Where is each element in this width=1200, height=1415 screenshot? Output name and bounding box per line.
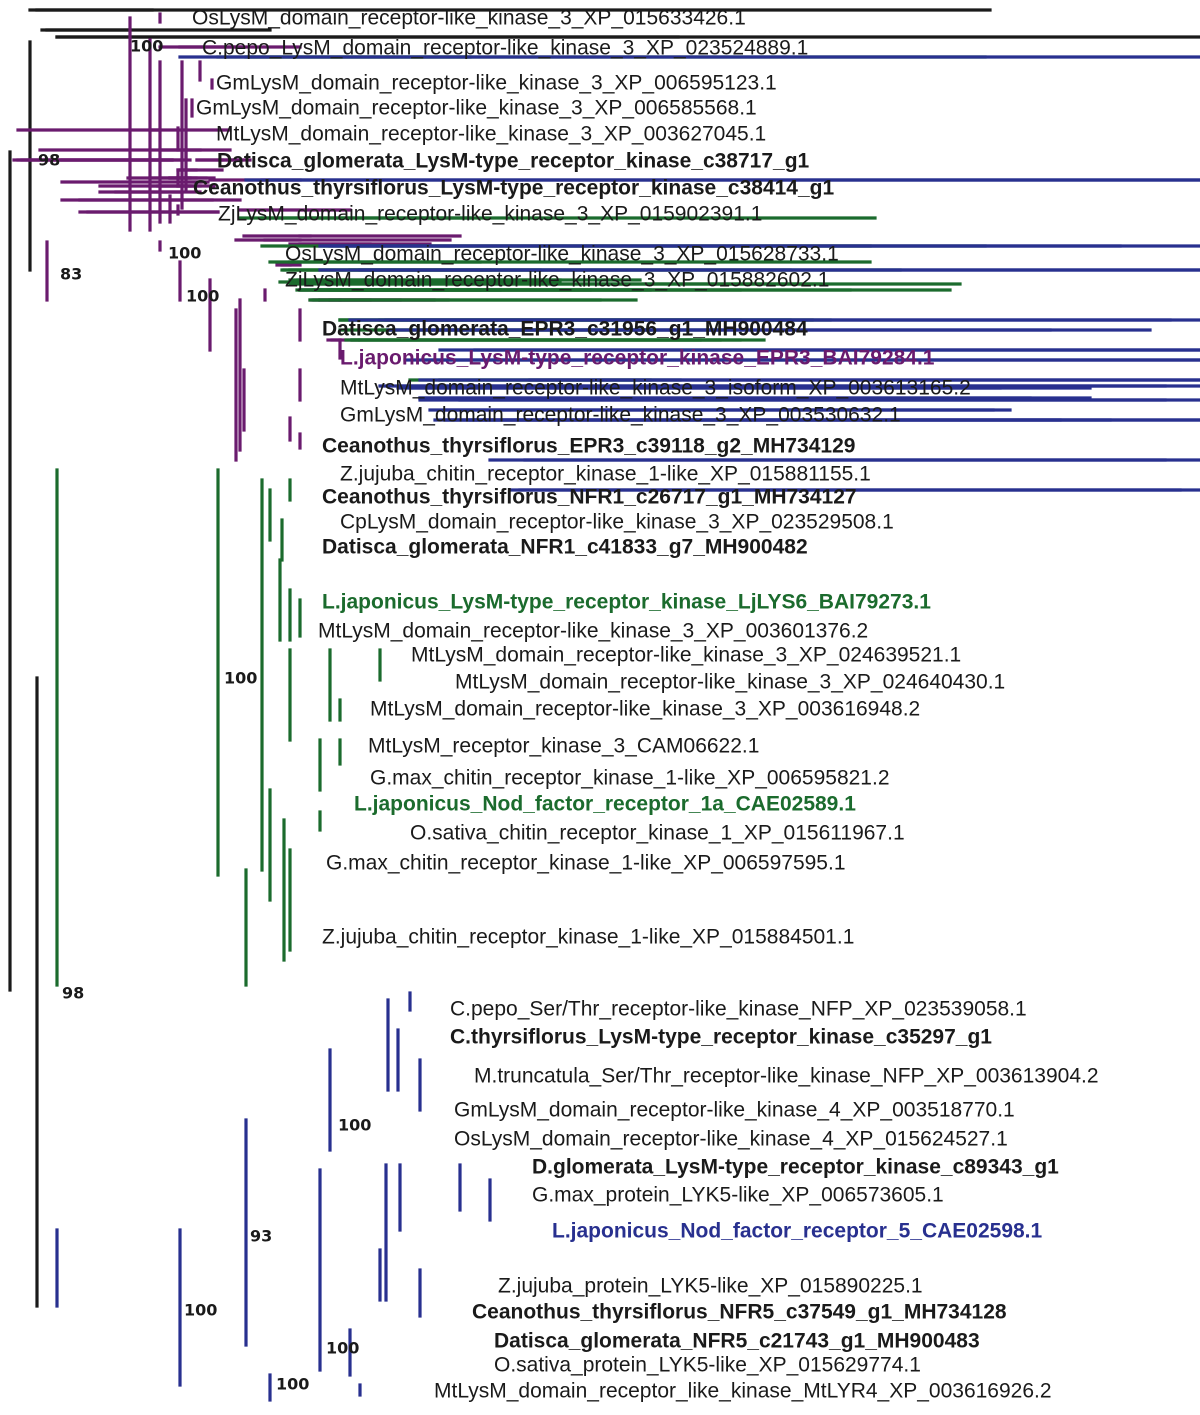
- bootstrap-support-value: 100: [338, 1116, 371, 1135]
- taxon-label: Ceanothus_thyrsiflorus_EPR3_c39118_g2_MH…: [322, 435, 855, 458]
- taxon-label: C.pepo_Ser/Thr_receptor-like_kinase_NFP_…: [450, 998, 1027, 1021]
- bootstrap-support-value: 98: [38, 151, 60, 170]
- taxon-label: ZjLysM_domain_receptor-like_kinase_3_XP_…: [285, 269, 829, 292]
- bootstrap-support-value: 100: [186, 287, 219, 306]
- bootstrap-support-value: 100: [224, 669, 257, 688]
- taxon-label: Datisca_glomerata_NFR1_c41833_g7_MH90048…: [322, 536, 808, 559]
- taxon-label: MtLysM_domain_receptor-like_kinase_3_iso…: [340, 377, 971, 400]
- taxon-label: MtLysM_domain_receptor-like_kinase_3_XP_…: [370, 698, 920, 721]
- bootstrap-support-value: 93: [250, 1227, 272, 1246]
- taxon-label: MtLysM_domain_receptor-like_kinase_3_XP_…: [318, 620, 868, 643]
- taxon-label: CpLysM_domain_receptor-like_kinase_3_XP_…: [340, 511, 894, 534]
- bootstrap-support-value: 98: [62, 984, 84, 1003]
- taxon-label: OsLysM_domain_receptor-like_kinase_4_XP_…: [454, 1128, 1008, 1151]
- taxon-label: O.sativa_protein_LYK5-like_XP_015629774.…: [494, 1354, 921, 1377]
- taxon-label: L.japonicus_LysM-type_receptor_kinase_Lj…: [322, 591, 931, 614]
- taxon-label: Z.jujuba_protein_LYK5-like_XP_015890225.…: [498, 1275, 923, 1298]
- tree-branches: [8, 8, 1200, 1402]
- taxon-label: O.sativa_chitin_receptor_kinase_1_XP_015…: [410, 822, 905, 845]
- taxon-label: Z.jujuba_chitin_receptor_kinase_1-like_X…: [322, 926, 854, 949]
- taxon-label: Datisca_glomerata_LysM-type_receptor_kin…: [217, 150, 810, 173]
- taxon-label: MtLysM_receptor_kinase_3_CAM06622.1: [368, 735, 759, 758]
- taxon-label: G.max_chitin_receptor_kinase_1-like_XP_0…: [370, 767, 890, 790]
- taxon-label: MtLysM_domain_receptor-like_kinase_3_XP_…: [216, 123, 766, 146]
- taxon-label: G.max_chitin_receptor_kinase_1-like_XP_0…: [326, 852, 846, 875]
- bootstrap-support-value: 83: [60, 265, 82, 284]
- bootstrap-support-value: 100: [276, 1375, 309, 1394]
- taxon-label: ZjLysM_domain_receptor-like_kinase_3_XP_…: [218, 203, 762, 226]
- bootstrap-support-value: 100: [326, 1339, 359, 1358]
- taxon-label: Ceanothus_thyrsiflorus_LysM-type_recepto…: [193, 177, 834, 200]
- taxon-label: OsLysM_domain_receptor-like_kinase_3_XP_…: [285, 243, 839, 266]
- taxon-labels: OsLysM_domain_receptor-like_kinase_3_XP_…: [192, 7, 1099, 1403]
- taxon-label: GmLysM_domain_receptor-like_kinase_3_XP_…: [340, 404, 901, 427]
- taxon-label: D.glomerata_LysM-type_receptor_kinase_c8…: [532, 1156, 1059, 1179]
- taxon-label: C.thyrsiflorus_LysM-type_receptor_kinase…: [450, 1026, 992, 1049]
- taxon-label: Datisca_glomerata_EPR3_c31956_g1_MH90048…: [322, 318, 808, 341]
- taxon-label: GmLysM_domain_receptor-like_kinase_3_XP_…: [216, 72, 777, 95]
- taxon-label: GmLysM_domain_receptor-like_kinase_3_XP_…: [196, 97, 757, 120]
- bootstrap-support-value: 100: [184, 1301, 217, 1320]
- taxon-label: L.japonicus_Nod_factor_receptor_5_CAE025…: [552, 1220, 1043, 1243]
- bootstrap-support-value: 100: [168, 244, 201, 263]
- taxon-label: MtLysM_domain_receptor_like_kinase_MtLYR…: [434, 1380, 1052, 1403]
- taxon-label: GmLysM_domain_receptor-like_kinase_4_XP_…: [454, 1099, 1015, 1122]
- taxon-label: M.truncatula_Ser/Thr_receptor-like_kinas…: [474, 1065, 1099, 1088]
- taxon-label: MtLysM_domain_receptor-like_kinase_3_XP_…: [411, 644, 961, 667]
- taxon-label: MtLysM_domain_receptor-like_kinase_3_XP_…: [455, 671, 1005, 694]
- taxon-label: Z.jujuba_chitin_receptor_kinase_1-like_X…: [340, 463, 871, 486]
- taxon-label: Datisca_glomerata_NFR5_c21743_g1_MH90048…: [494, 1330, 980, 1353]
- taxon-label: L.japonicus_Nod_factor_receptor_1a_CAE02…: [354, 793, 856, 816]
- taxon-label: Ceanothus_thyrsiflorus_NFR5_c37549_g1_MH…: [472, 1301, 1007, 1324]
- taxon-label: L.japonicus_LysM-type_receptor_kinase_EP…: [340, 347, 935, 370]
- taxon-label: G.max_protein_LYK5-like_XP_006573605.1: [532, 1184, 944, 1207]
- support-values: 100 98 100 83 100 100 98 100 93 100 100 100: [38, 37, 371, 1394]
- taxon-label: C.pepo_LysM_domain_receptor-like_kinase_…: [202, 37, 808, 60]
- bootstrap-support-value: 100: [130, 37, 163, 56]
- taxon-label: Ceanothus_thyrsiflorus_NFR1_c26717_g1_MH…: [322, 486, 857, 509]
- taxon-label: OsLysM_domain_receptor-like_kinase_3_XP_…: [192, 7, 746, 30]
